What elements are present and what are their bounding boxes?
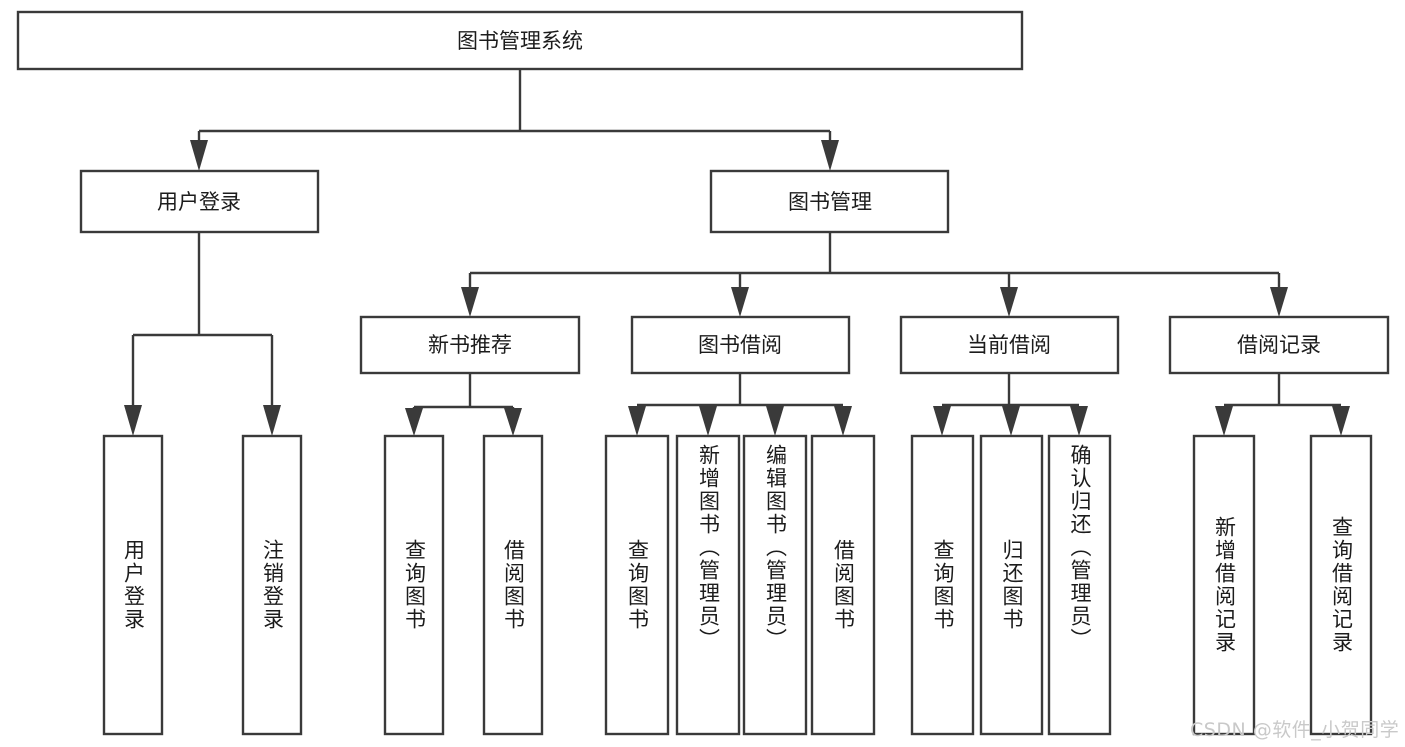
node-new-book-recommend-label: 新书推荐 xyxy=(428,333,512,357)
node-leaf-user-login-box[interactable] xyxy=(102,434,164,736)
arrow-head-leaf-borrow-book-recommend xyxy=(504,408,522,436)
node-leaf-edit-book-admin-box[interactable] xyxy=(742,434,808,736)
connector-group-current-borrow-to-leaves xyxy=(933,373,1088,436)
connector-group-user-login-to-leaves xyxy=(124,232,281,436)
arrow-head-leaf-borrow-book-borrow xyxy=(834,406,852,436)
node-user-login-box[interactable] xyxy=(79,169,320,234)
connector-group-root-to-level1 xyxy=(190,69,839,171)
arrow-head-book-borrow xyxy=(731,287,749,317)
arrow-head-leaf-query-book-current xyxy=(933,406,951,436)
arrow-head-book-management xyxy=(821,140,839,171)
node-book-management[interactable]: 图书管理 xyxy=(709,169,950,234)
arrow-head-borrow-record xyxy=(1270,287,1288,317)
connector-group-borrow-record-to-leaves xyxy=(1215,373,1350,436)
arrow-head-leaf-return-book xyxy=(1002,406,1020,436)
node-leaf-query-book-recommend-box[interactable] xyxy=(383,434,445,736)
node-leaf-add-borrow-record-box[interactable] xyxy=(1192,434,1256,736)
node-current-borrow[interactable]: 当前借阅 xyxy=(899,315,1120,375)
arrow-head-user-login xyxy=(190,140,208,171)
node-user-login[interactable]: 用户登录 xyxy=(79,169,320,234)
csdn-watermark: CSDN @软件_小贺同学 xyxy=(1190,719,1400,741)
node-leaf-borrow-book-recommend-box[interactable] xyxy=(482,434,544,736)
node-leaf-add-book-admin-box[interactable] xyxy=(675,434,741,736)
arrow-head-leaf-query-book-borrow xyxy=(628,406,646,436)
node-new-book-recommend-box[interactable] xyxy=(359,315,581,375)
arrow-head-current-borrow xyxy=(1000,287,1018,317)
arrow-head-leaf-confirm-return-admin xyxy=(1070,406,1088,436)
connector-group-book-borrow-to-leaves xyxy=(628,373,852,436)
node-leaf-query-book-borrow-box[interactable] xyxy=(604,434,670,736)
node-leaf-query-borrow-record-box[interactable] xyxy=(1309,434,1373,736)
node-book-borrow-label: 图书借阅 xyxy=(698,333,782,357)
arrow-head-leaf-logout xyxy=(263,405,281,436)
node-leaf-query-book-current-box[interactable] xyxy=(910,434,975,736)
node-leaf-logout-box[interactable] xyxy=(241,434,303,736)
node-leaf-confirm-return-admin-box[interactable] xyxy=(1047,434,1112,736)
node-borrow-record-label: 借阅记录 xyxy=(1237,333,1321,357)
node-root-box[interactable] xyxy=(16,10,1024,71)
node-root[interactable]: 图书管理系统 xyxy=(16,10,1024,71)
arrow-head-leaf-query-book-recommend xyxy=(405,408,423,436)
node-book-borrow-box[interactable] xyxy=(630,315,851,375)
node-book-management-box[interactable] xyxy=(709,169,950,234)
node-book-borrow[interactable]: 图书借阅 xyxy=(630,315,851,375)
connector-group-new-book-recommend-to-leaves xyxy=(405,373,522,436)
arrow-head-leaf-edit-book-admin xyxy=(766,406,784,436)
arrow-head-leaf-add-book-admin xyxy=(699,406,717,436)
node-current-borrow-box[interactable] xyxy=(899,315,1120,375)
node-borrow-record-box[interactable] xyxy=(1168,315,1390,375)
node-root-label: 图书管理系统 xyxy=(457,29,583,53)
node-user-login-label: 用户登录 xyxy=(157,190,241,214)
arrow-head-leaf-query-borrow-record xyxy=(1332,406,1350,436)
node-current-borrow-label: 当前借阅 xyxy=(967,333,1051,357)
arrow-head-leaf-add-borrow-record xyxy=(1215,406,1233,436)
node-new-book-recommend[interactable]: 新书推荐 xyxy=(359,315,581,375)
node-book-management-label: 图书管理 xyxy=(788,190,872,214)
node-leaf-borrow-book-borrow-box[interactable] xyxy=(810,434,876,736)
arrow-head-leaf-user-login xyxy=(124,405,142,436)
node-leaf-return-book-box[interactable] xyxy=(979,434,1044,736)
arrow-head-new-book-recommend xyxy=(461,287,479,317)
connector-group-book-management-to-level2 xyxy=(461,232,1288,317)
node-borrow-record[interactable]: 借阅记录 xyxy=(1168,315,1390,375)
